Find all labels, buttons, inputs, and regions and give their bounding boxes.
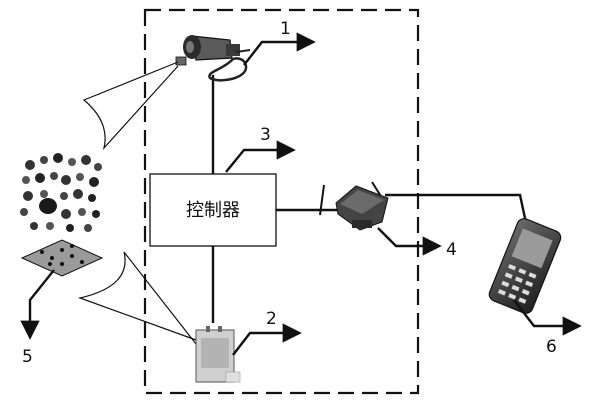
callout-6: 6 bbox=[546, 337, 557, 357]
trap-device-icon bbox=[195, 326, 241, 383]
leader-phone bbox=[513, 299, 582, 336]
camera-icon bbox=[175, 35, 251, 82]
leader-controller bbox=[225, 140, 296, 173]
controller-label: 控制器 bbox=[186, 200, 240, 221]
callout-2: 2 bbox=[266, 309, 277, 329]
callout-4: 4 bbox=[446, 240, 457, 260]
wireless-module-icon bbox=[319, 181, 389, 231]
sticky-board-dots bbox=[40, 244, 84, 266]
leader-board bbox=[20, 269, 55, 340]
camera-view-cone bbox=[82, 61, 179, 151]
controller-box bbox=[149, 173, 277, 247]
insect-specimen-image bbox=[20, 153, 102, 232]
leader-trap bbox=[232, 323, 302, 356]
callout-5: 5 bbox=[22, 347, 33, 367]
leader-camera bbox=[243, 32, 316, 66]
sticky-board-plate bbox=[20, 239, 104, 277]
system-boundary bbox=[143, 8, 420, 395]
callout-1: 1 bbox=[280, 19, 291, 39]
link-module-phone bbox=[385, 193, 530, 233]
callout-3: 3 bbox=[260, 125, 271, 145]
trap-view-cone bbox=[77, 251, 197, 345]
mobile-phone-icon bbox=[488, 218, 562, 314]
leader-module bbox=[377, 227, 442, 256]
